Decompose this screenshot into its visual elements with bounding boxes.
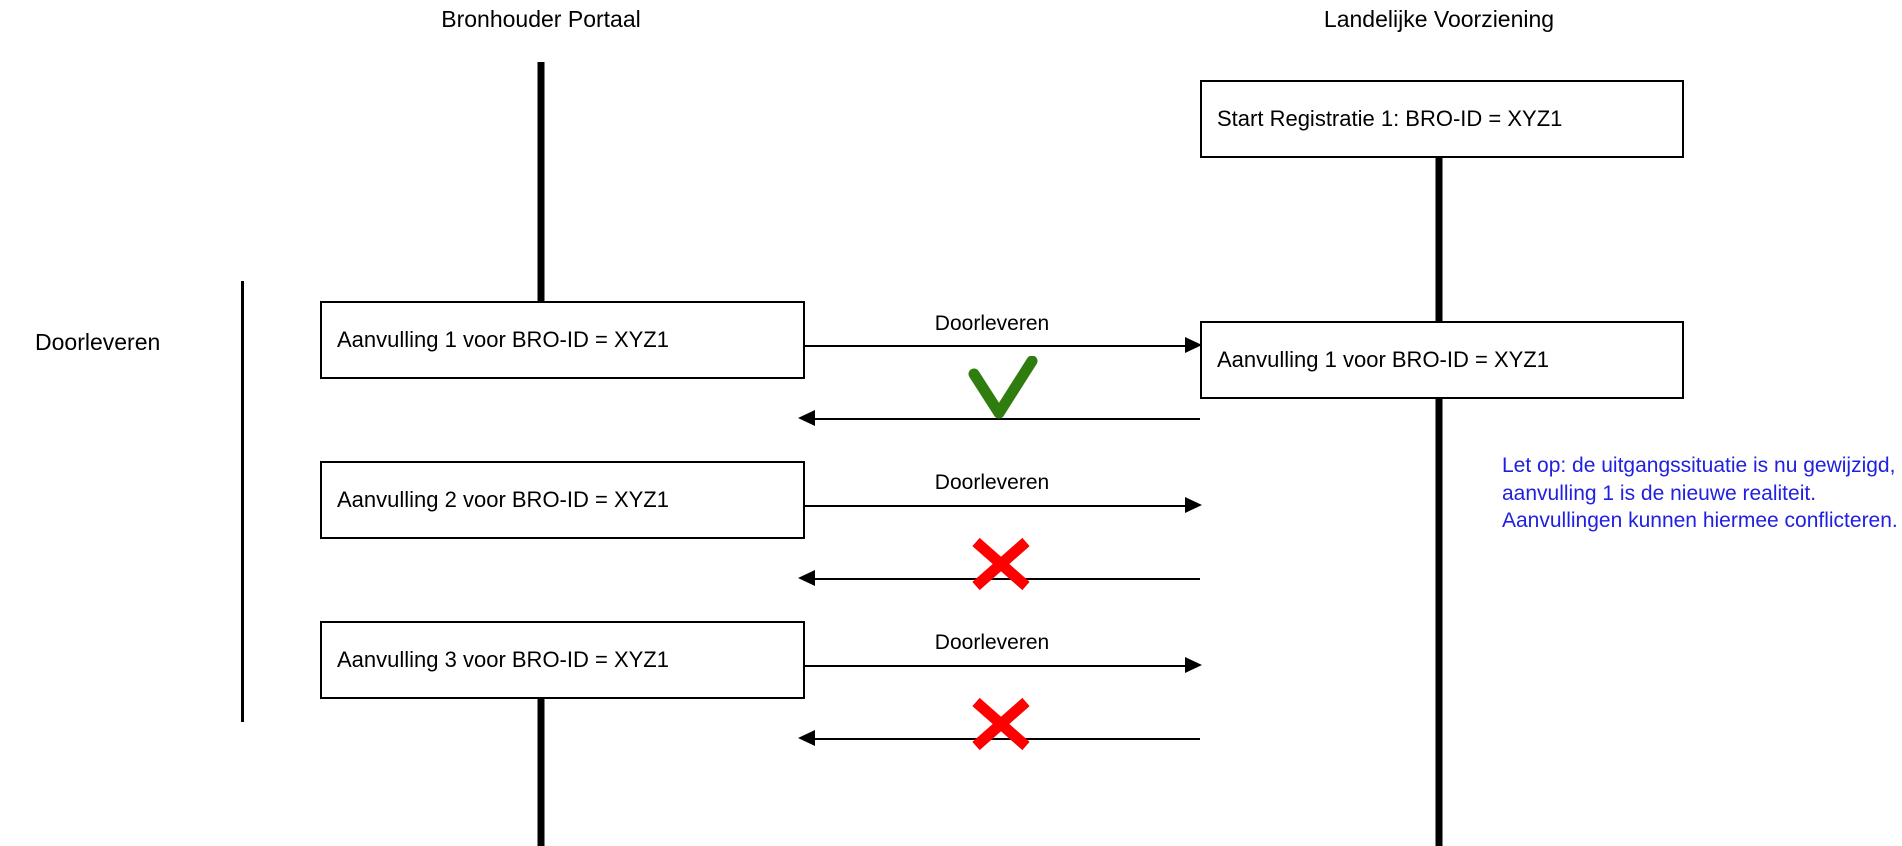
box-aanvulling-2-left[interactable]: Aanvulling 2 voor BRO-ID = XYZ1 [320,461,805,539]
arrow-line-doorleveren-2 [805,505,1185,507]
arrow-head-right-2 [1185,497,1202,513]
arrow-label-doorleveren-1: Doorleveren [934,312,1050,335]
arrow-head-right-3 [1185,657,1202,673]
arrow-head-left-3 [798,730,815,746]
arrow-head-left-1 [798,410,815,426]
participant-title-bronhouder: Bronhouder Portaal [441,6,641,32]
check-icon [968,355,1040,420]
cross-icon [968,536,1034,592]
arrow-line-return-3 [815,738,1200,740]
lifeline-landelijke-middle [1435,158,1443,322]
box-aanvulling-3-left[interactable]: Aanvulling 3 voor BRO-ID = XYZ1 [320,621,805,699]
box-start-registratie[interactable]: Start Registratie 1: BRO-ID = XYZ1 [1200,80,1684,158]
arrow-label-doorleveren-3: Doorleveren [934,631,1050,654]
section-label-doorleveren: Doorleveren [35,329,161,355]
box-aanvulling-1-left[interactable]: Aanvulling 1 voor BRO-ID = XYZ1 [320,301,805,379]
arrow-line-doorleveren-3 [805,665,1185,667]
cross-icon-2 [968,696,1034,752]
annotation-note: Let op: de uitgangssituatie is nu gewijz… [1502,454,1898,533]
arrow-line-return-1 [815,418,1200,420]
arrow-line-doorleveren-1 [805,345,1185,347]
participant-title-landelijke: Landelijke Voorziening [1323,6,1555,32]
lifeline-landelijke-bottom [1435,398,1443,846]
section-bracket-doorleveren [241,281,244,722]
arrow-label-doorleveren-2: Doorleveren [934,471,1050,494]
arrow-head-left-2 [798,570,815,586]
arrow-line-return-2 [815,578,1200,580]
box-aanvulling-1-right[interactable]: Aanvulling 1 voor BRO-ID = XYZ1 [1200,321,1684,399]
lifeline-bronhouder-bottom [537,698,545,846]
arrow-head-right-1 [1185,337,1202,353]
lifeline-bronhouder-top [537,62,545,302]
